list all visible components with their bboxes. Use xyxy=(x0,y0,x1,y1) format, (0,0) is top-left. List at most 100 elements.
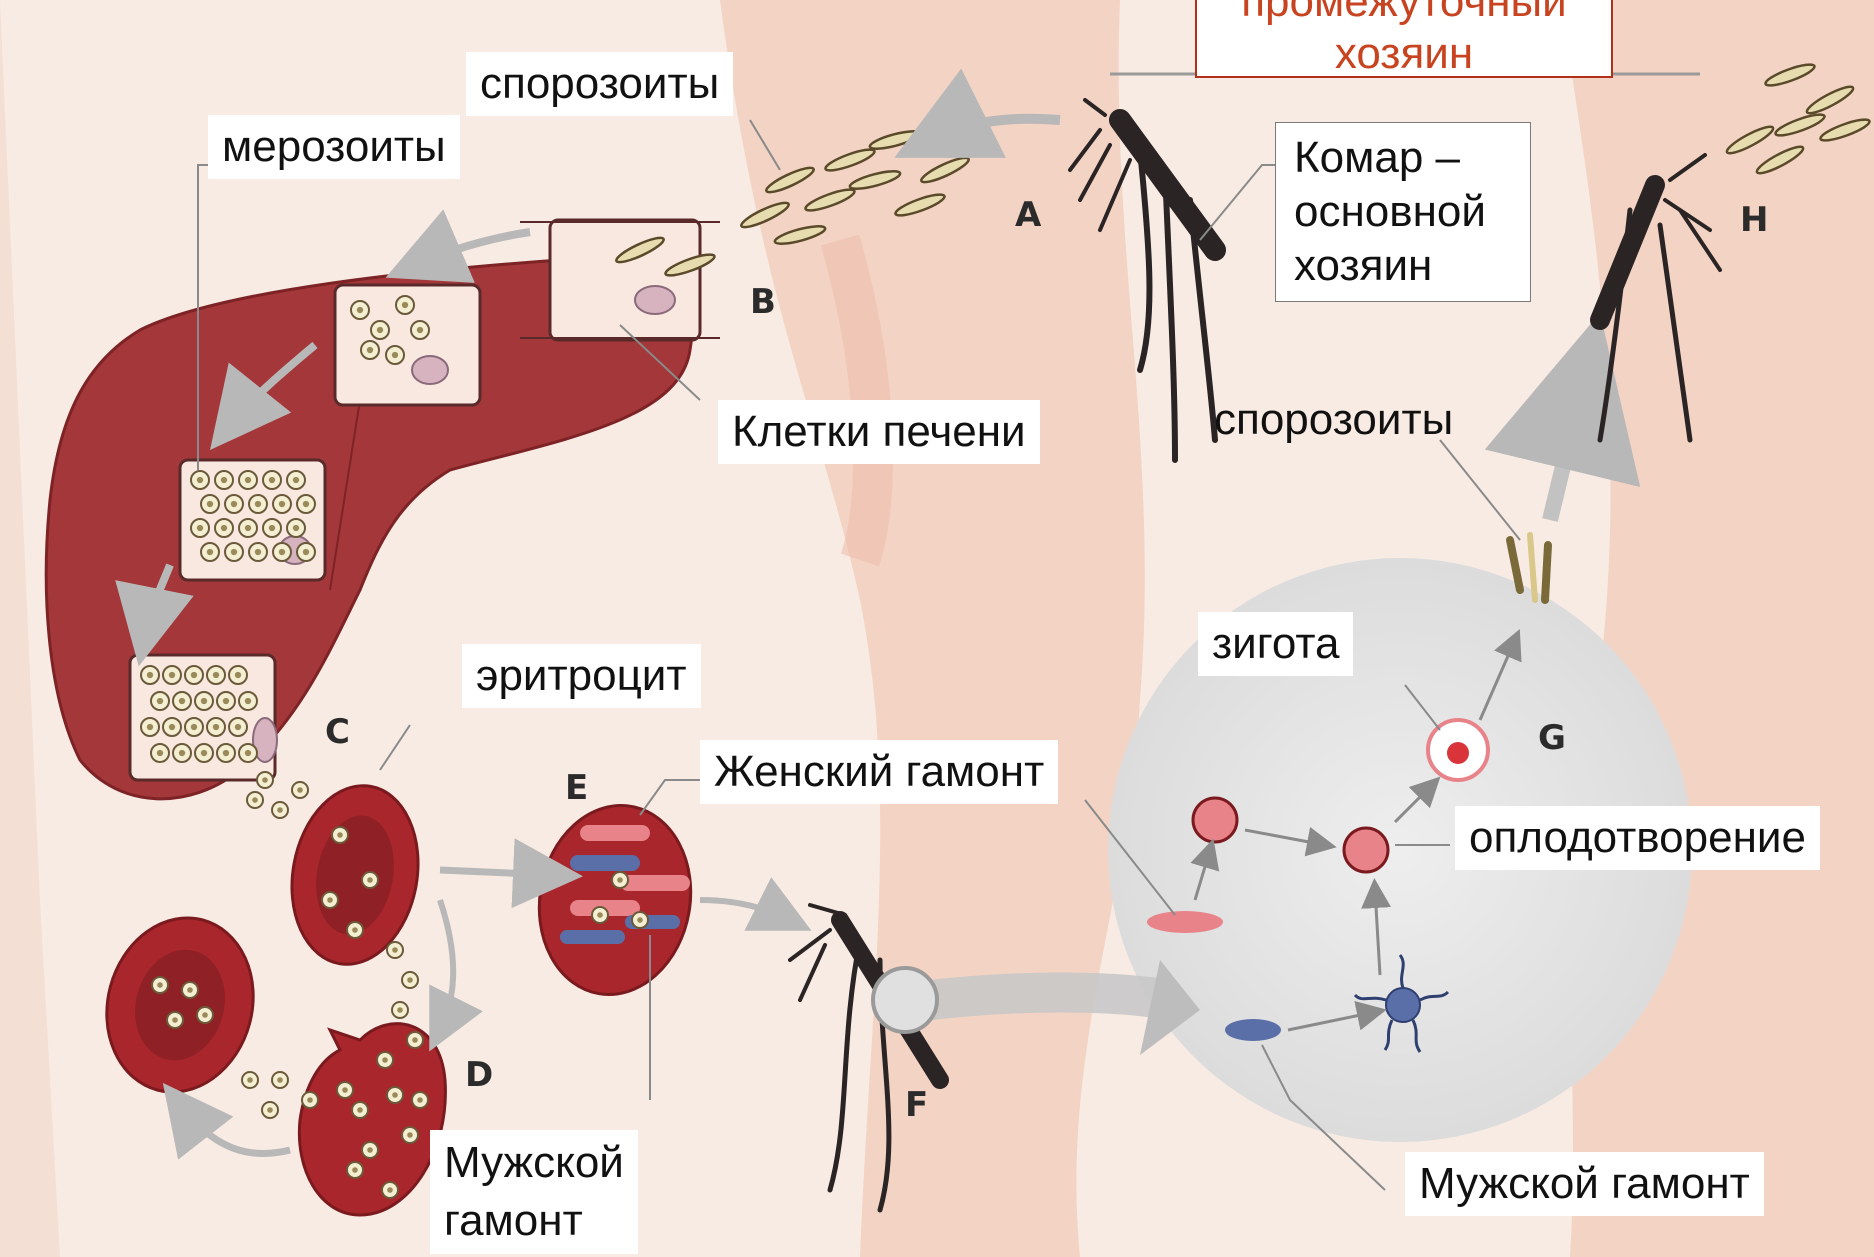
merozoite-nucleus xyxy=(245,750,251,756)
merozoite-nucleus xyxy=(303,549,309,555)
merozoite-blood-nucleus xyxy=(252,797,258,803)
merozoite-nucleus xyxy=(147,724,153,730)
merozoite-blood-nucleus xyxy=(277,1077,283,1083)
merozoite-blood-nucleus xyxy=(327,897,333,903)
stage-letter-a: A xyxy=(1015,195,1041,235)
merozoite-nucleus xyxy=(235,672,241,678)
sporozoites-top-label: спорозоиты xyxy=(466,52,733,116)
merozoite-blood-nucleus xyxy=(277,807,283,813)
merozoite-nucleus xyxy=(293,477,299,483)
merozoite-nucleus xyxy=(279,501,285,507)
stage-letter-f: F xyxy=(905,1085,928,1125)
merozoite-blood-nucleus xyxy=(387,1187,393,1193)
male-gamont-left-label: Мужской гамонт xyxy=(430,1130,638,1254)
mosquito-line2: основной xyxy=(1294,185,1512,239)
female-gamont-label: Женский гамонт xyxy=(700,740,1058,804)
merozoite-nucleus xyxy=(235,724,241,730)
merozoite-nucleus xyxy=(245,525,251,531)
merozoite-nucleus xyxy=(231,501,237,507)
merozoite-nucleus xyxy=(245,698,251,704)
merozoite-nucleus xyxy=(147,672,153,678)
body-arm xyxy=(1560,0,1874,1257)
merozoite-nucleus xyxy=(303,501,309,507)
merozoite-blood-nucleus xyxy=(392,1092,398,1098)
stage-letter-b: B xyxy=(750,282,776,322)
merozoite-blood-nucleus xyxy=(637,917,643,923)
intermediate-host-line1: промежуточный xyxy=(1213,0,1595,28)
merozoite-nucleus xyxy=(207,501,213,507)
merozoite-blood-nucleus xyxy=(262,777,268,783)
male-gamont-left-line1: Мужской xyxy=(444,1134,624,1192)
merozoite-nucleus xyxy=(201,750,207,756)
merozoite-blood-nucleus xyxy=(307,1097,313,1103)
merozoite-blood-nucleus xyxy=(352,927,358,933)
merozoite-nucleus xyxy=(213,724,219,730)
merozoite-blood-nucleus xyxy=(267,1107,273,1113)
male-gamont-right-label: Мужской гамонт xyxy=(1405,1152,1764,1216)
stage-letter-d: D xyxy=(465,1055,493,1095)
stage-letter-g: G xyxy=(1538,718,1566,758)
merozoite-blood-nucleus xyxy=(397,1007,403,1013)
merozoite-blood-nucleus xyxy=(247,1077,253,1083)
merozoite-nucleus xyxy=(207,549,213,555)
intermediate-host-line2: хозяин xyxy=(1213,28,1595,80)
merozoite-blood-nucleus xyxy=(187,987,193,993)
merozoite-blood-nucleus xyxy=(172,1017,178,1023)
merozoite-blood-nucleus xyxy=(297,787,303,793)
merozoite-blood-nucleus xyxy=(357,1107,363,1113)
liver-cell-1 xyxy=(520,220,720,340)
merozoite-blood-nucleus xyxy=(367,1147,373,1153)
merozoite-nucleus xyxy=(255,501,261,507)
merozoite-blood-nucleus xyxy=(367,877,373,883)
stage-letter-c: C xyxy=(325,712,350,752)
mosquito-line1: Комар – xyxy=(1294,131,1512,185)
fertilization-label: оплодотворение xyxy=(1455,806,1820,870)
merozoite-nucleus xyxy=(191,724,197,730)
merozoite-nucleus xyxy=(213,672,219,678)
stage-letter-h: H xyxy=(1740,200,1768,240)
zygote-label: зигота xyxy=(1198,612,1353,676)
merozoite-nucleus xyxy=(157,750,163,756)
sporozoites-right-label: спорозоиты xyxy=(1200,388,1467,452)
merozoite-nucleus xyxy=(223,750,229,756)
stage-letter-e: E xyxy=(565,768,588,808)
merozoite-nucleus xyxy=(201,698,207,704)
merozoite-nucleus xyxy=(392,352,398,358)
merozoite-nucleus xyxy=(367,347,373,353)
merozoite-blood-nucleus xyxy=(382,1057,388,1063)
mosquito-main-host-label: Комар – основной хозяин xyxy=(1275,122,1531,302)
merozoite-nucleus xyxy=(269,477,275,483)
merozoite-nucleus xyxy=(279,549,285,555)
merozoite-nucleus xyxy=(255,549,261,555)
merozoite-nucleus xyxy=(402,302,408,308)
merozoite-nucleus xyxy=(221,477,227,483)
merozoite-nucleus xyxy=(169,672,175,678)
merozoite-nucleus xyxy=(179,698,185,704)
merozoite-blood-nucleus xyxy=(417,1097,423,1103)
arrow-c-e xyxy=(440,870,555,875)
merozoite-nucleus xyxy=(157,698,163,704)
male-gamont-left-line2: гамонт xyxy=(444,1192,624,1250)
female-gamont-cell xyxy=(1147,911,1223,933)
merozoite-nucleus xyxy=(169,724,175,730)
merozoite-blood-nucleus xyxy=(352,1167,358,1173)
merozoite-nucleus xyxy=(223,698,229,704)
merozoite-nucleus xyxy=(221,525,227,531)
fertilizing-cell xyxy=(1344,828,1388,872)
merozoite-blood-nucleus xyxy=(407,1132,413,1138)
merozoite-blood-nucleus xyxy=(392,947,398,953)
merozoite-blood-nucleus xyxy=(202,1012,208,1018)
merozoite-nucleus xyxy=(269,525,275,531)
mosquito-line3: хозяин xyxy=(1294,239,1512,293)
merozoite-blood-nucleus xyxy=(412,1037,418,1043)
merozoite-blood-nucleus xyxy=(617,877,623,883)
merozoite-blood-nucleus xyxy=(337,832,343,838)
merozoites-label: мерозоиты xyxy=(208,115,460,179)
merozoite-blood-nucleus xyxy=(597,912,603,918)
merozoite-nucleus xyxy=(191,672,197,678)
merozoite-nucleus xyxy=(197,525,203,531)
merozoite-nucleus xyxy=(293,525,299,531)
merozoite-nucleus xyxy=(179,750,185,756)
